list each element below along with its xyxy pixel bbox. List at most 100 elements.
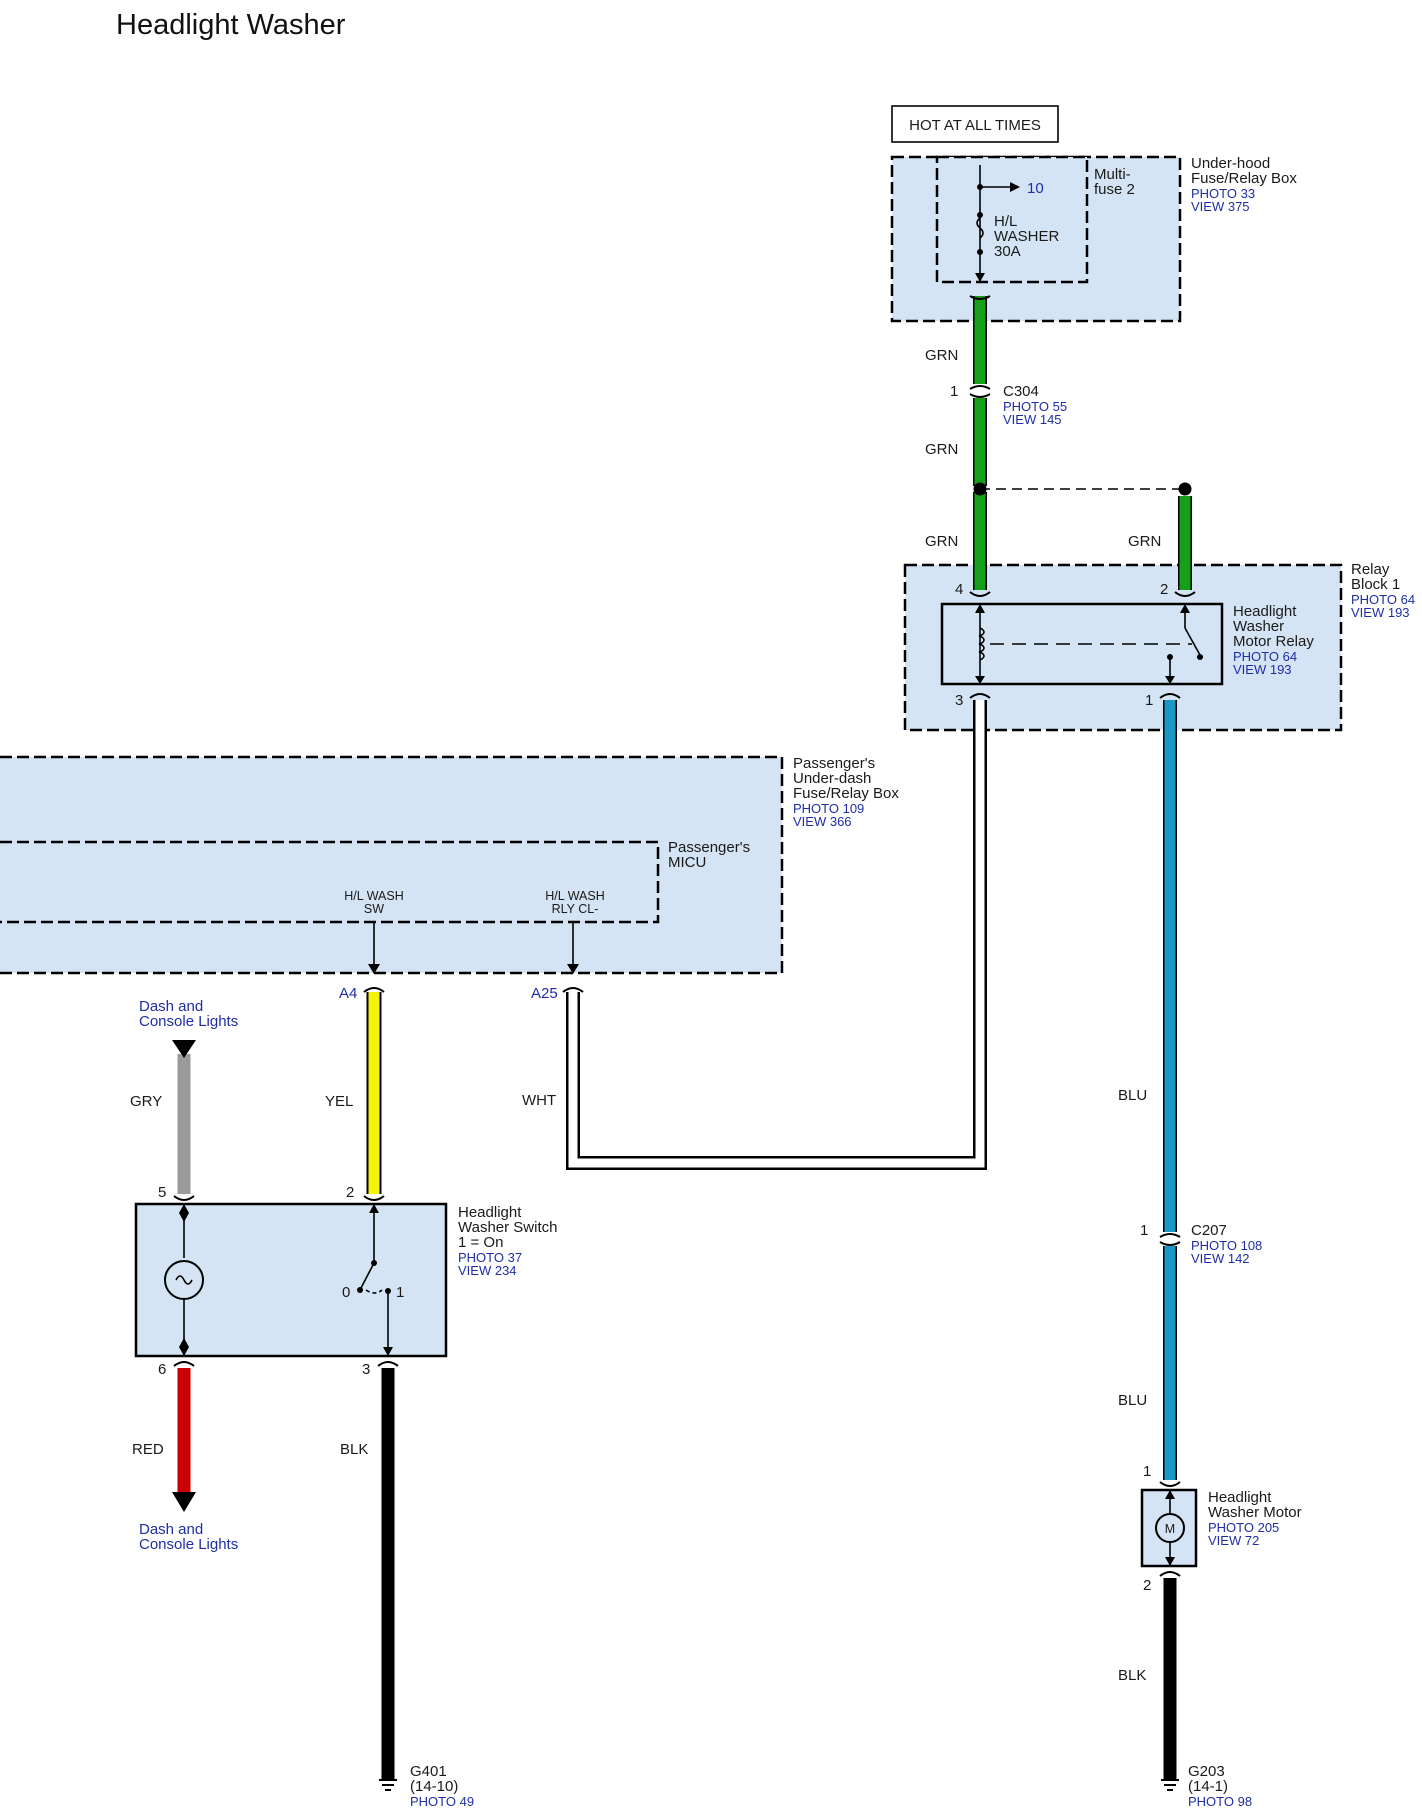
arrow-down-icon	[1165, 676, 1175, 684]
fuse-terminal-mark	[969, 295, 991, 300]
multifuse-box	[935, 155, 1089, 284]
wire-label-blk: BLK	[340, 1441, 368, 1458]
switch-terminal-marks	[173, 1195, 385, 1201]
motor-name: Washer Motor	[1208, 1504, 1302, 1521]
power-label: HOT AT ALL TIMES	[909, 117, 1041, 134]
c304-pin: 1	[950, 383, 958, 400]
c207-photo: PHOTO 108	[1191, 1238, 1262, 1253]
arrow-down-icon	[179, 1213, 189, 1222]
ground-name: G401	[410, 1763, 447, 1780]
wire-label-gry: GRY	[130, 1093, 162, 1110]
dash-lights-label: Console Lights	[139, 1536, 238, 1553]
ground-ref: (14-1)	[1188, 1778, 1228, 1795]
multifuse-name: Multi-	[1094, 166, 1131, 183]
arrow-up-icon	[1180, 604, 1190, 613]
c207-pin: 1	[1140, 1222, 1148, 1239]
switch-position: 1	[396, 1284, 404, 1301]
switch-travel-dash	[365, 1289, 383, 1294]
c304-name: C304	[1003, 383, 1039, 400]
micu-terminal-label: H/L WASH	[545, 889, 605, 903]
splice-point	[973, 482, 987, 496]
wire-label-grn: GRN	[925, 347, 958, 364]
relay-block-name: Relay	[1351, 561, 1390, 578]
ground-photo: PHOTO 98	[1188, 1794, 1252, 1809]
micu-pin: A25	[531, 985, 558, 1002]
arrow-down-icon	[975, 273, 985, 282]
underdash-view: VIEW 366	[793, 814, 852, 829]
fuse-label: WASHER	[994, 228, 1059, 245]
micu-name: Passenger's	[668, 839, 750, 856]
power-label-box	[891, 105, 1059, 143]
switch-contact	[357, 1287, 363, 1293]
micu-terminal-label: SW	[364, 902, 384, 916]
switch-blade	[360, 1262, 375, 1289]
dash-lights-label: Console Lights	[139, 1013, 238, 1030]
micu-name: MICU	[668, 854, 706, 871]
relay-block-view: VIEW 193	[1351, 605, 1410, 620]
underhood-name: Fuse/Relay Box	[1191, 170, 1297, 187]
relay-pin: 3	[955, 692, 963, 709]
underdash-name: Passenger's	[793, 755, 875, 772]
relay-block-name: Block 1	[1351, 576, 1400, 593]
connector-arrow-down	[172, 1492, 196, 1512]
ground-icon	[1161, 1779, 1179, 1791]
micu-terminal-label: H/L WASH	[344, 889, 404, 903]
relay-pin: 4	[955, 581, 963, 598]
fuse-label: 30A	[994, 243, 1021, 260]
multifuse-name: fuse 2	[1094, 181, 1135, 198]
arrow-down-icon	[1165, 1557, 1175, 1566]
relay-pin: 2	[1160, 581, 1168, 598]
underdash-name: Fuse/Relay Box	[793, 785, 899, 802]
relay-block-photo: PHOTO 64	[1351, 592, 1415, 607]
arrow-down-icon	[368, 964, 380, 974]
wire-label-blu: BLU	[1118, 1087, 1147, 1104]
bulb-filament-icon	[175, 1275, 193, 1285]
switch-pin: 3	[362, 1361, 370, 1378]
motor-symbol: M	[1165, 1522, 1175, 1536]
motor-terminal-marks	[1159, 1481, 1181, 1577]
arrow-up-icon	[179, 1204, 189, 1213]
arrow-up-icon	[1165, 1490, 1175, 1499]
arrow-up-icon	[369, 1204, 379, 1213]
relay-terminal-marks	[1159, 591, 1196, 699]
wire-label-grn: GRN	[925, 533, 958, 550]
micu-terminal-label: RLY CL-	[552, 902, 599, 916]
relay-pin: 1	[1145, 692, 1153, 709]
relay-name: Headlight	[1233, 603, 1297, 620]
underdash-name: Under-dash	[793, 770, 871, 787]
wire-label-blu: BLU	[1118, 1392, 1147, 1409]
arrow-down-icon	[567, 964, 579, 974]
wire-label-yel: YEL	[325, 1093, 353, 1110]
wire-label-wht: WHT	[522, 1092, 556, 1109]
motor-name: Headlight	[1208, 1489, 1272, 1506]
fuse-node	[977, 249, 983, 255]
micu-box	[0, 840, 660, 924]
relay-contact	[1197, 654, 1203, 660]
relay-photo: PHOTO 64	[1233, 649, 1297, 664]
relay-view: VIEW 193	[1233, 662, 1292, 677]
ground-ref: (14-10)	[410, 1778, 458, 1795]
arrow-down-icon	[179, 1347, 189, 1356]
switch-name: Headlight	[458, 1204, 522, 1221]
motor-view: VIEW 72	[1208, 1533, 1259, 1548]
ground-icon	[379, 1779, 397, 1791]
motor-pin: 2	[1143, 1577, 1151, 1594]
switch-name: 1 = On	[458, 1234, 503, 1251]
relay-terminal-marks	[969, 591, 991, 699]
relay-switch-blade	[1184, 627, 1201, 656]
arrow-right-icon	[1010, 182, 1020, 192]
c304-photo: PHOTO 55	[1003, 399, 1067, 414]
c207-connector-mark	[1159, 1233, 1181, 1246]
wht-wire	[568, 700, 985, 1168]
micu-pin: A4	[339, 985, 357, 1002]
fuse-branch-ref: 10	[1027, 180, 1044, 197]
wire-label-red: RED	[132, 1441, 164, 1458]
switch-pin: 2	[346, 1184, 354, 1201]
micu-terminal-marks	[363, 987, 584, 993]
relay-name: Motor Relay	[1233, 633, 1314, 650]
connector-arrow-down	[172, 1040, 196, 1058]
fuse-icon	[976, 217, 984, 239]
dash-lights-label: Dash and	[139, 1521, 203, 1538]
c207-name: C207	[1191, 1222, 1227, 1239]
